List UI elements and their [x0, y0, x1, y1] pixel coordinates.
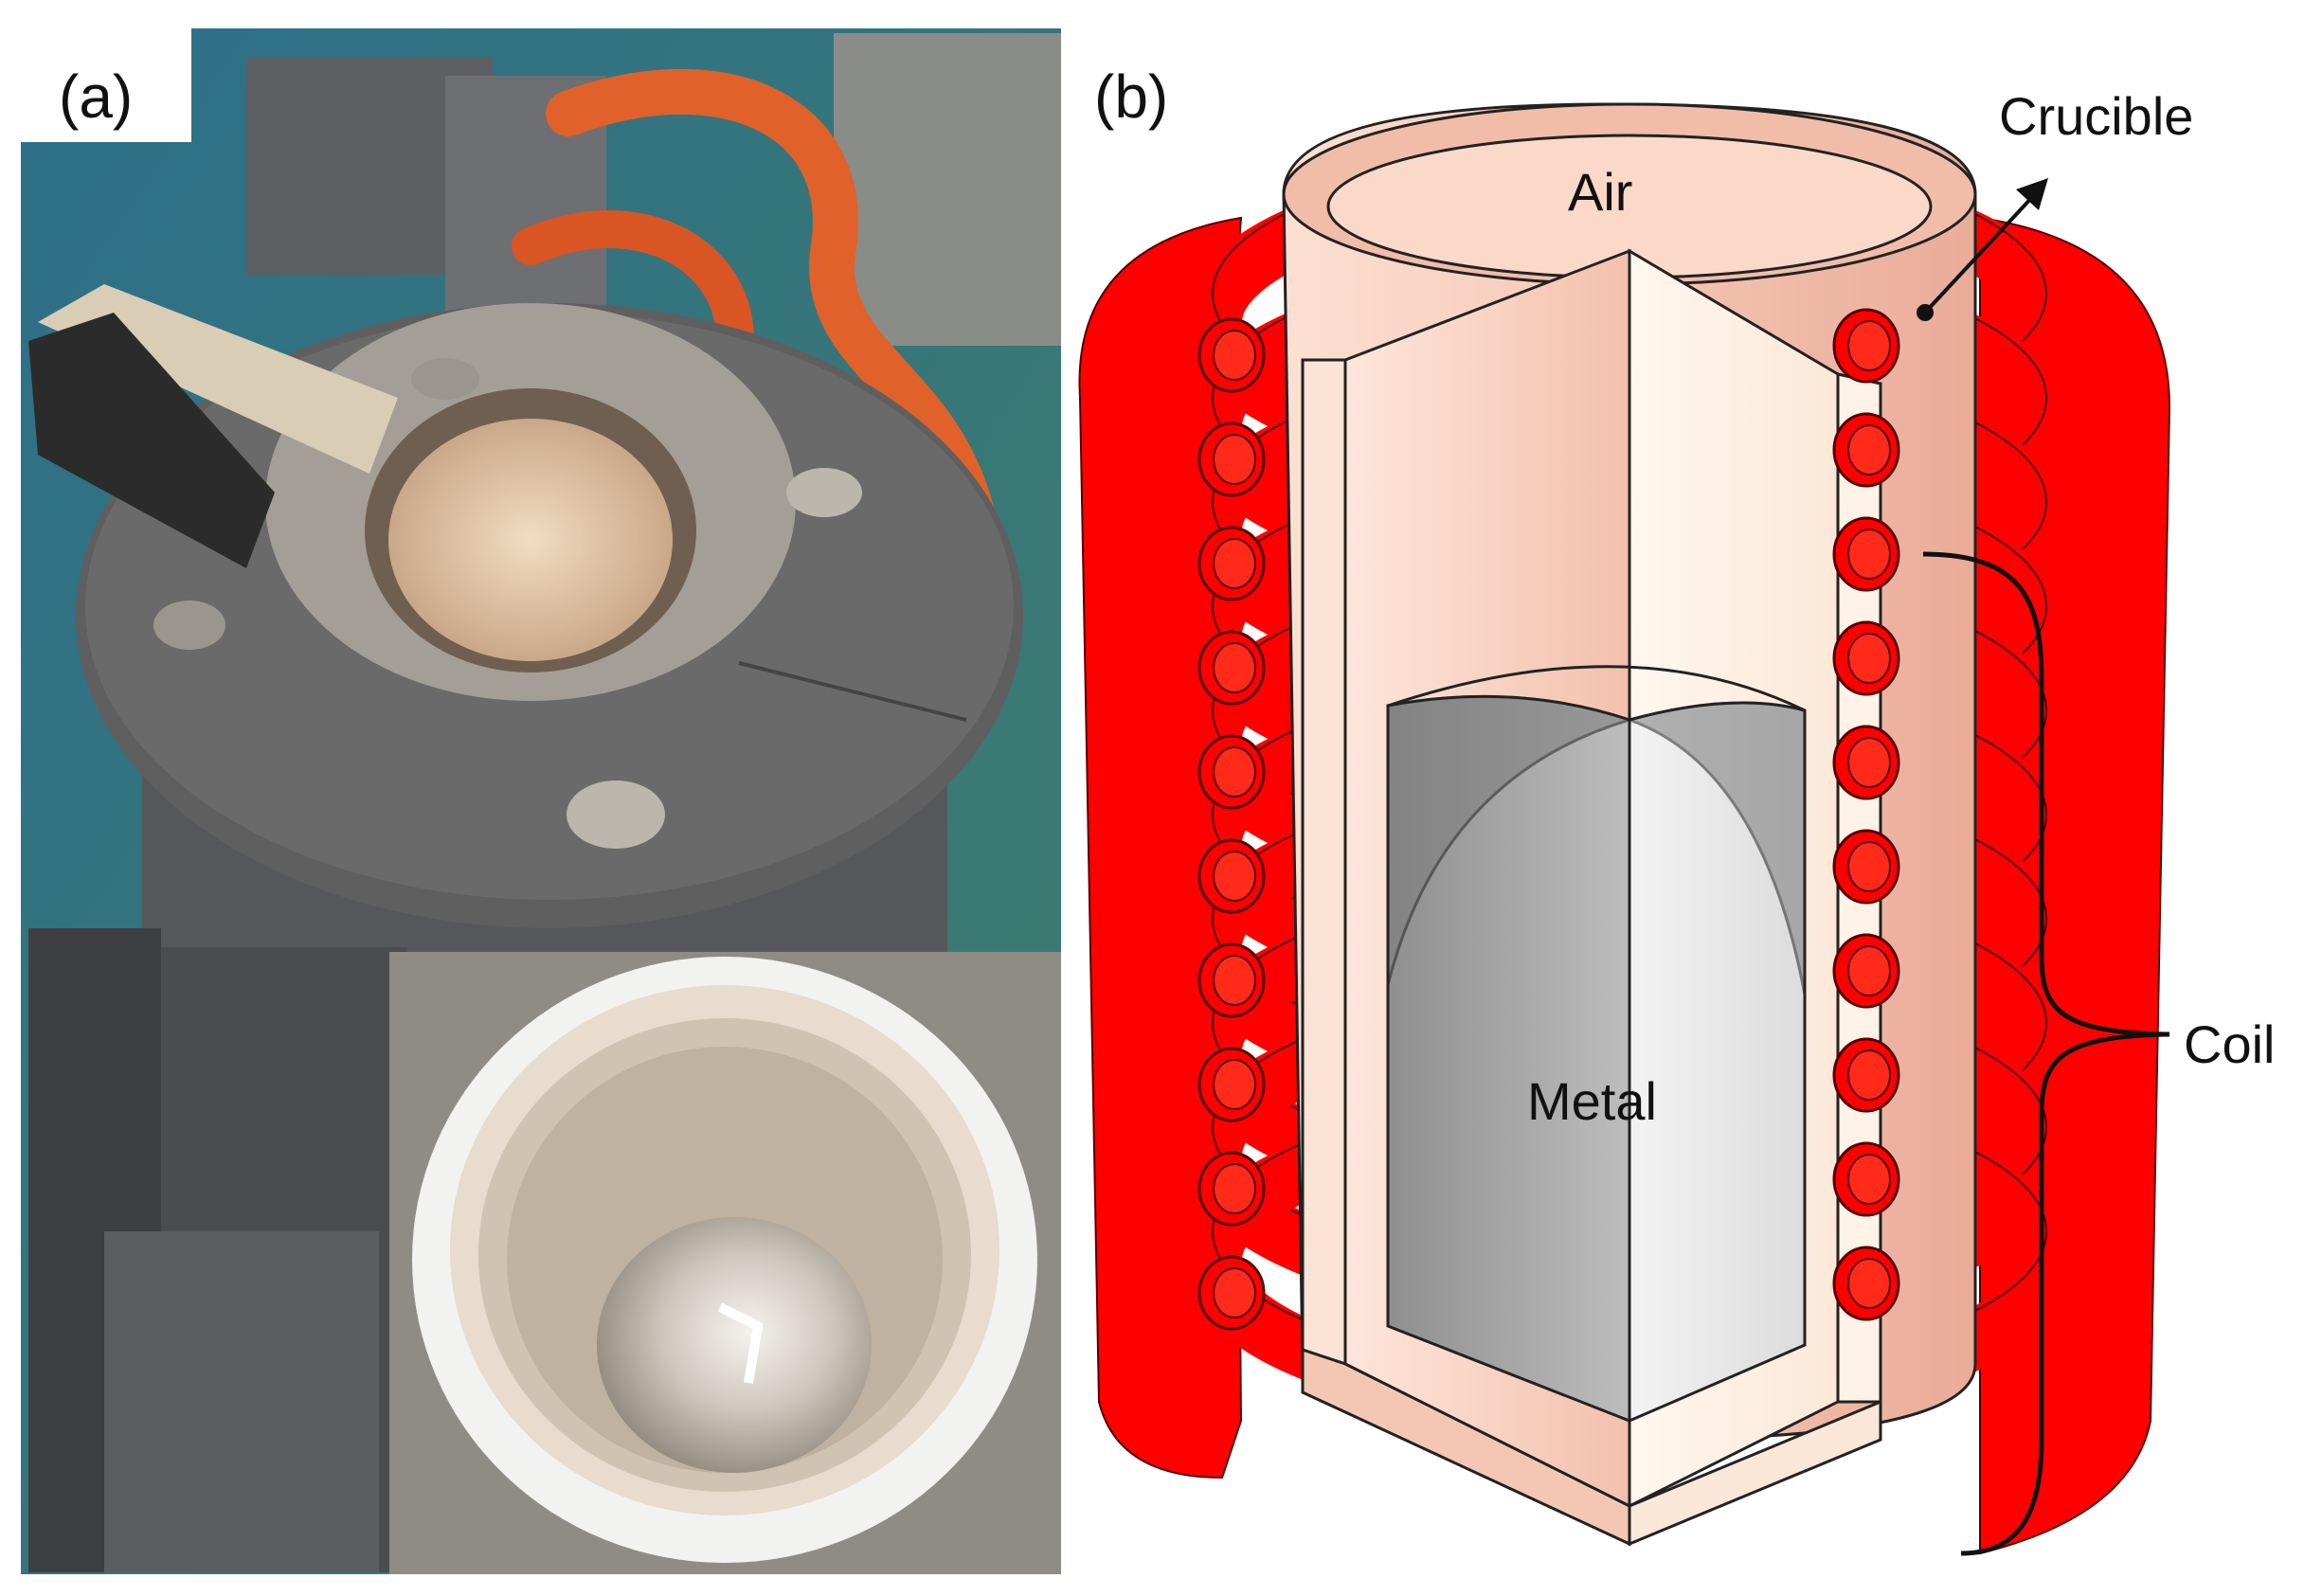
coil-tube-bore: [1213, 538, 1256, 589]
crucible-inset-photo: [389, 952, 1061, 1574]
coil-tube-bore: [1213, 851, 1256, 902]
panel-b-label: (b): [1094, 63, 1168, 131]
coil-label: Coil: [2184, 1014, 2275, 1074]
coil-tube-bore: [1213, 1059, 1256, 1110]
panel-b: (b): [1078, 63, 2275, 1556]
crucible: [1282, 102, 1977, 1547]
coil-tube-bore: [1213, 642, 1256, 693]
metal-label: Metal: [1527, 1071, 1657, 1131]
panel-a: (a): [21, 28, 1061, 1574]
coil-tube-bore: [1847, 1154, 1891, 1205]
panel-a-label-box: [21, 28, 191, 142]
coil-tube-bore: [1847, 633, 1891, 684]
coil-tube-bore: [1213, 1163, 1256, 1214]
coil-tube-bore: [1213, 434, 1256, 485]
coil-tube-bore: [1847, 424, 1891, 475]
coil-tube-bore: [1847, 529, 1891, 580]
coil-brace: [1922, 551, 2170, 1556]
coil-tube-bore: [1847, 320, 1891, 371]
furnace-photo: [21, 28, 1061, 1574]
coil-tube-bore: [1847, 1049, 1891, 1101]
coil-tube-bore: [1847, 1258, 1891, 1309]
panel-a-label: (a): [59, 63, 133, 131]
coil-tube-bore: [1847, 945, 1891, 996]
coil-tube-bore: [1847, 737, 1891, 788]
crucible-label: Crucible: [1999, 86, 2193, 146]
coil-tube-bore: [1213, 746, 1256, 798]
coil-front: [1197, 308, 1900, 1331]
coil-tube-bore: [1847, 841, 1891, 892]
coil-tube-bore: [1213, 330, 1256, 381]
coil-tube-bore: [1213, 1267, 1256, 1318]
crucible-pointer-arrow: [1917, 178, 2048, 321]
coil-tube-bore: [1213, 955, 1256, 1006]
air-label: Air: [1568, 162, 1632, 222]
